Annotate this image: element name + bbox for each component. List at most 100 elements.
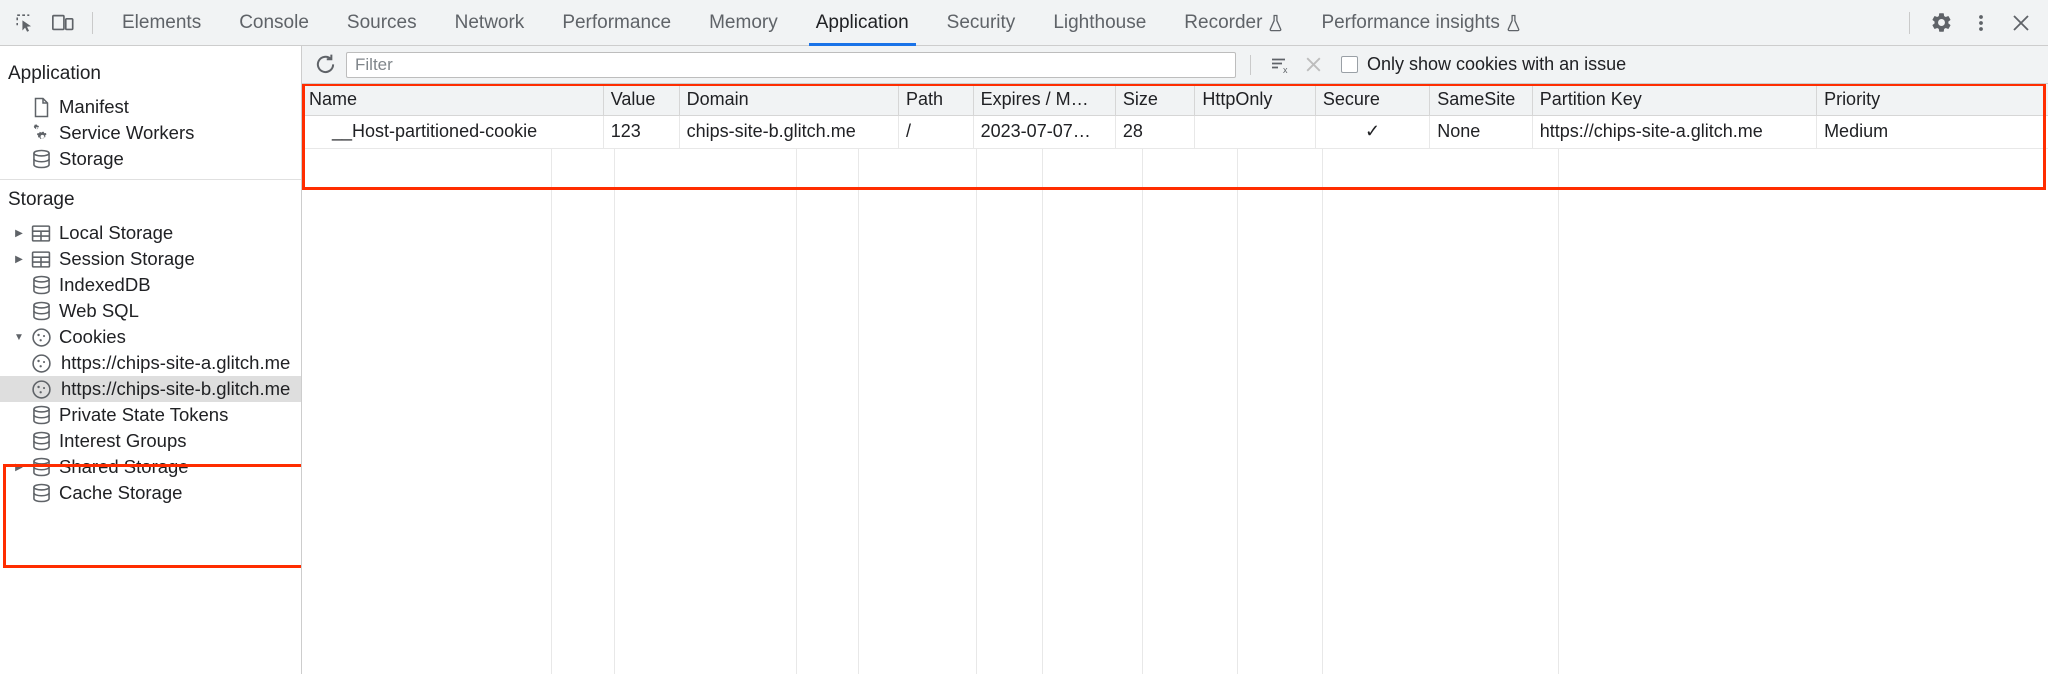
- sidebar-item-cookie-origin-a[interactable]: https://chips-site-a.glitch.me: [0, 350, 301, 376]
- cell-partition-key: https://chips-site-a.glitch.me: [1532, 115, 1818, 149]
- tab-elements[interactable]: Elements: [122, 11, 202, 33]
- sidebar-item-manifest[interactable]: ▶ Manifest: [0, 94, 301, 120]
- col-header-partition-key[interactable]: Partition Key: [1532, 84, 1818, 116]
- cookie-icon: [28, 327, 54, 348]
- application-sidebar: Application ▶ Manifest ▶ S: [0, 46, 302, 674]
- chevron-right-icon[interactable]: ▶: [15, 253, 23, 265]
- tab-security[interactable]: Security: [946, 11, 1016, 33]
- sidebar-item-web-sql[interactable]: ▶ Web SQL: [0, 298, 301, 324]
- cell-secure: ✓: [1315, 115, 1431, 149]
- col-header-secure[interactable]: Secure: [1315, 84, 1431, 116]
- toolbar-divider: [92, 11, 93, 34]
- clear-filtered-cookies-icon[interactable]: x: [1265, 51, 1293, 79]
- toolbar-right-actions: [1899, 4, 2040, 42]
- sidebar-item-label: Shared Storage: [59, 456, 189, 477]
- sidebar-item-private-state-tokens[interactable]: ▶ Private State Tokens: [0, 402, 301, 428]
- devtools-main-toolbar: Elements Console Sources Network Perform…: [0, 0, 2048, 46]
- tab-application[interactable]: Application: [797, 0, 928, 46]
- cell-size: 28: [1115, 115, 1196, 149]
- cookies-filter-toolbar: Filter x Only show cookies with an: [302, 46, 2048, 84]
- cell-httponly: [1194, 115, 1316, 149]
- sidebar-item-cookie-origin-b[interactable]: https://chips-site-b.glitch.me: [0, 376, 301, 402]
- tab-recorder[interactable]: Recorder: [1165, 0, 1302, 46]
- col-header-domain[interactable]: Domain: [679, 84, 899, 116]
- sidebar-item-interest-groups[interactable]: ▶ Interest Groups: [0, 428, 301, 454]
- sidebar-item-label: Cache Storage: [59, 482, 183, 503]
- sidebar-item-label: IndexedDB: [59, 274, 151, 295]
- tab-sources[interactable]: Sources: [346, 11, 417, 33]
- sidebar-item-cache-storage[interactable]: ▶ Cache Storage: [0, 480, 301, 506]
- col-header-size[interactable]: Size: [1115, 84, 1196, 116]
- sidebar-item-session-storage[interactable]: ▶ Session Storage: [0, 246, 301, 272]
- more-options-icon[interactable]: [1962, 4, 2000, 42]
- sidebar-item-label: Web SQL: [59, 300, 139, 321]
- cookies-table-wrap: Name Value Domain Path Expires / M… Size…: [302, 84, 2048, 674]
- manifest-document-icon: [28, 97, 54, 118]
- experiment-flask-icon: [1268, 14, 1283, 32]
- sidebar-item-indexeddb[interactable]: ▶ IndexedDB: [0, 272, 301, 298]
- cookies-main-pane: Filter x Only show cookies with an: [302, 46, 2048, 674]
- twisty-placeholder: ▶: [10, 436, 28, 447]
- close-icon[interactable]: [2002, 4, 2040, 42]
- database-icon: [28, 301, 54, 321]
- col-header-value[interactable]: Value: [603, 84, 680, 116]
- database-icon: [28, 149, 54, 169]
- chevron-right-icon[interactable]: ▶: [15, 461, 23, 473]
- cookie-icon: [28, 353, 54, 374]
- inspect-element-icon[interactable]: [6, 4, 44, 42]
- sidebar-item-label: Storage: [59, 148, 124, 169]
- only-show-issues-checkbox-wrap[interactable]: Only show cookies with an issue: [1341, 54, 1626, 75]
- sidebar-item-cookies[interactable]: ▼ Cookies: [0, 324, 301, 350]
- filter-toolbar-divider: [1250, 54, 1251, 75]
- sidebar-section-application-title: Application: [8, 63, 101, 84]
- chevron-down-icon[interactable]: ▼: [14, 331, 24, 343]
- database-icon: [28, 275, 54, 295]
- table-row[interactable]: __Host-partitioned-cookie 123 chips-site…: [302, 115, 2048, 149]
- database-icon: [28, 431, 54, 451]
- col-header-httponly[interactable]: HttpOnly: [1194, 84, 1316, 116]
- device-toolbar-icon[interactable]: [44, 4, 82, 42]
- sidebar-item-label: https://chips-site-b.glitch.me: [61, 378, 291, 399]
- sidebar-item-label: Interest Groups: [59, 430, 187, 451]
- only-show-issues-checkbox[interactable]: [1341, 56, 1358, 73]
- col-header-priority[interactable]: Priority: [1816, 84, 2048, 116]
- cookie-icon: [28, 379, 54, 400]
- cookies-table-header-row: Name Value Domain Path Expires / M… Size…: [302, 84, 2048, 116]
- twisty-placeholder: ▶: [10, 306, 28, 317]
- svg-text:x: x: [1283, 65, 1288, 75]
- sidebar-item-label: Cookies: [59, 326, 126, 347]
- tab-performance[interactable]: Performance: [562, 11, 672, 33]
- sidebar-divider: [0, 179, 301, 180]
- col-header-path[interactable]: Path: [898, 84, 974, 116]
- sidebar-item-shared-storage[interactable]: ▶ Shared Storage: [0, 454, 301, 480]
- cell-path: /: [898, 115, 974, 149]
- col-header-expires[interactable]: Expires / M…: [973, 84, 1116, 116]
- tab-network[interactable]: Network: [454, 11, 525, 33]
- sidebar-item-storage[interactable]: ▶ Storage: [0, 146, 301, 172]
- sidebar-item-local-storage[interactable]: ▶ Local Storage: [0, 220, 301, 246]
- database-icon: [28, 405, 54, 425]
- col-header-samesite[interactable]: SameSite: [1429, 84, 1533, 116]
- only-show-issues-label: Only show cookies with an issue: [1367, 54, 1627, 74]
- refresh-icon[interactable]: [310, 50, 340, 80]
- chevron-right-icon[interactable]: ▶: [15, 227, 23, 239]
- devtools-body: Application ▶ Manifest ▶ S: [0, 46, 2048, 674]
- sidebar-section-storage-title: Storage: [8, 189, 75, 210]
- filter-input[interactable]: Filter: [346, 51, 1236, 78]
- twisty-placeholder: ▶: [10, 488, 28, 499]
- cell-expires: 2023-07-07…: [973, 115, 1116, 149]
- tab-console[interactable]: Console: [239, 11, 309, 33]
- sidebar-item-service-workers[interactable]: ▶ Service Workers: [0, 120, 301, 146]
- sidebar-item-label: Private State Tokens: [59, 404, 229, 425]
- gear-icon[interactable]: [1922, 4, 1960, 42]
- twisty-placeholder: ▶: [10, 128, 28, 139]
- database-icon: [28, 483, 54, 503]
- sidebar-item-label: https://chips-site-a.glitch.me: [61, 352, 291, 373]
- tab-memory[interactable]: Memory: [709, 11, 778, 33]
- col-header-name[interactable]: Name: [302, 84, 604, 116]
- cell-name: __Host-partitioned-cookie: [302, 115, 604, 149]
- tab-lighthouse[interactable]: Lighthouse: [1053, 11, 1147, 33]
- clear-all-cookies-icon[interactable]: [1299, 51, 1327, 79]
- tab-performance-insights[interactable]: Performance insights: [1302, 0, 1539, 46]
